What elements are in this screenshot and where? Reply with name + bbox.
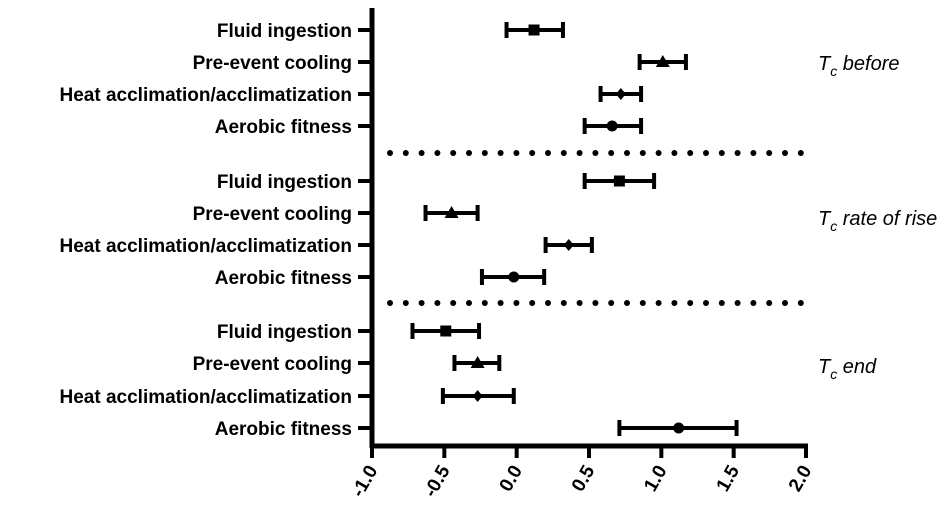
separator-dot [750, 300, 757, 306]
separator-dot [592, 300, 599, 306]
separator-dot [687, 300, 694, 306]
row-label: Heat acclimation/acclimatization [60, 387, 353, 408]
x-tick-label: 2.0 [785, 462, 816, 495]
separator-dot [466, 150, 472, 156]
separator-dot [766, 300, 773, 306]
group-symbol: T [818, 208, 832, 230]
separator-dot [450, 150, 457, 156]
separator-dot [592, 150, 599, 156]
separator-dot [608, 300, 615, 306]
separator-dot [402, 300, 409, 306]
separator-dot [797, 150, 804, 156]
row-label: Fluid ingestion [217, 322, 352, 343]
separator-dot [734, 300, 741, 306]
row-label: Fluid ingestion [217, 21, 352, 42]
separator-dot [797, 300, 804, 306]
triangle-marker [470, 356, 485, 368]
x-tick-label: 0.0 [496, 462, 527, 495]
separator-dot [481, 300, 488, 306]
square-marker [613, 175, 625, 187]
group-label: Tc end [818, 356, 877, 382]
separator-dot [655, 150, 662, 156]
separator-dot [450, 300, 457, 306]
square-marker [528, 24, 540, 36]
separator-dot [639, 300, 646, 306]
x-tick-label: 1.0 [640, 462, 671, 495]
separator-dot [497, 300, 504, 306]
separator-dot [529, 300, 536, 306]
x-tick-label: 1.5 [713, 462, 745, 496]
diamond-marker [563, 239, 574, 251]
group-subscript: c [830, 63, 837, 79]
separator-dot [782, 150, 788, 156]
diamond-marker [615, 88, 626, 100]
separator-dot [782, 300, 788, 306]
separator-dot [718, 150, 725, 156]
separator-dot [734, 150, 741, 156]
separator-dot [671, 150, 678, 156]
separator-dot [718, 300, 725, 306]
group-name: before [837, 53, 899, 75]
separator-dot [576, 150, 583, 156]
row-label: Pre-event cooling [193, 204, 352, 225]
group-label: Tc before [818, 53, 899, 79]
group-label: Tc rate of rise [818, 208, 937, 234]
separator-dot [639, 150, 646, 156]
triangle-marker [444, 206, 459, 218]
separator-dot [529, 150, 536, 156]
separator-dot [560, 300, 567, 306]
separator-dot [545, 300, 551, 306]
separator-dot [703, 300, 709, 306]
square-marker [440, 325, 452, 337]
group-symbol: T [818, 53, 832, 75]
separator-dot [624, 300, 630, 306]
diamond-marker [472, 390, 483, 402]
separator-dot [466, 300, 472, 306]
separator-dot [513, 300, 520, 306]
row-label: Heat acclimation/acclimatization [60, 85, 353, 106]
row-label: Fluid ingestion [217, 172, 352, 193]
group-subscript: c [830, 366, 837, 382]
separator-dot [624, 150, 630, 156]
separator-dot [387, 150, 393, 156]
separator-dot [402, 150, 409, 156]
row-label: Aerobic fitness [215, 268, 352, 289]
separator-dot [750, 150, 757, 156]
separator-dot [608, 150, 615, 156]
separator-dot [513, 150, 520, 156]
row-label: Heat acclimation/acclimatization [60, 236, 353, 257]
separator-dot [418, 300, 425, 306]
circle-marker [508, 271, 520, 283]
separator-dot [576, 300, 583, 306]
separator-dot [766, 150, 773, 156]
x-tick-label: -0.5 [420, 462, 455, 501]
separator-dot [497, 150, 504, 156]
triangle-marker [655, 55, 670, 67]
separator-dot [671, 300, 678, 306]
row-label: Aerobic fitness [215, 419, 352, 440]
separator-dot [387, 300, 393, 306]
separator-dot [481, 150, 488, 156]
circle-marker [606, 120, 618, 132]
separator-dot [545, 150, 551, 156]
x-tick-label: 0.5 [568, 462, 600, 496]
separator-dot [560, 150, 567, 156]
x-tick-label: -1.0 [348, 462, 383, 501]
row-label: Pre-event cooling [193, 53, 352, 74]
group-name: end [837, 356, 877, 378]
separator-dot [687, 150, 694, 156]
separator-dot [418, 150, 425, 156]
row-label: Aerobic fitness [215, 117, 352, 138]
separator-dot [434, 300, 441, 306]
circle-marker [673, 422, 685, 434]
row-label: Pre-event cooling [193, 354, 352, 375]
group-name: rate of rise [837, 208, 937, 230]
separator-dot [434, 150, 441, 156]
separator-dot [703, 150, 709, 156]
separator-dot [655, 300, 662, 306]
group-subscript: c [830, 218, 837, 234]
group-symbol: T [818, 356, 832, 378]
